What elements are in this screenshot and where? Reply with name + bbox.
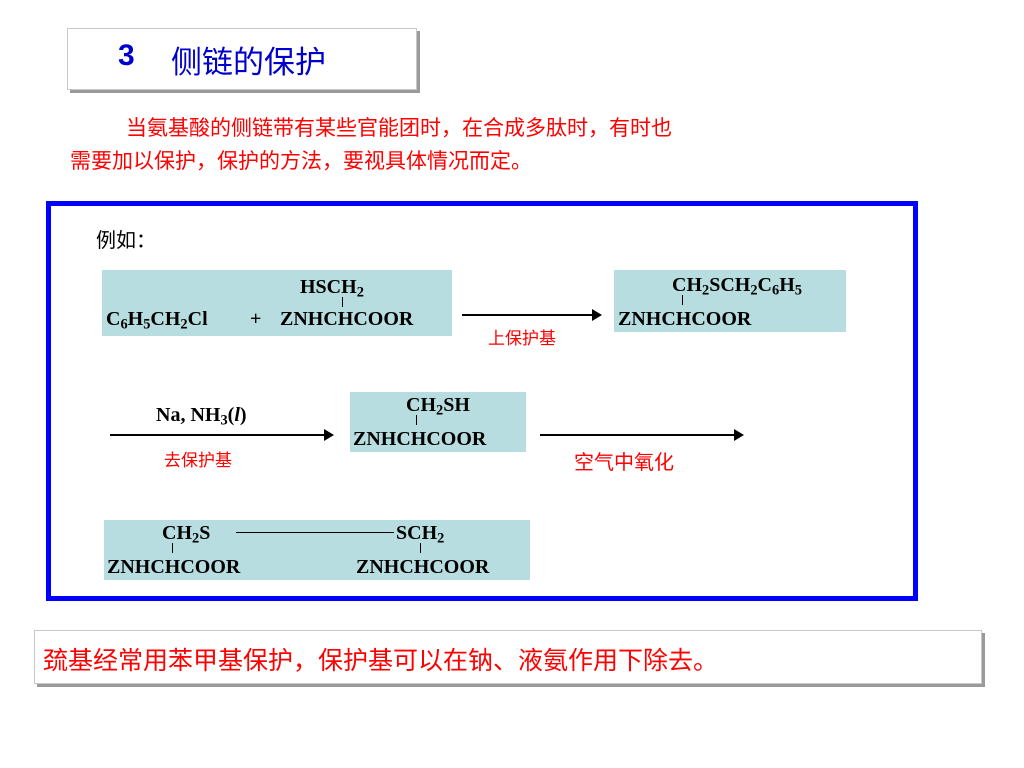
disulfide-bond [236,532,394,533]
example-label: 例如： [96,228,156,252]
dimer-left-bottom-formula: ZNHCHCOOR [107,556,241,578]
dimer-left-top-formula: CH2S [162,522,211,547]
note-box: 巯基经常用苯甲基保护，保护基可以在钠、液氨作用下除去。 [34,630,982,684]
dimer-left-bond [172,543,173,553]
reaction1-condition: 上保护基 [488,329,556,349]
reactant-bottom-formula: ZNHCHCOOR [280,308,414,330]
product1-box: CH2SCH2C6H5 ZNHCHCOOR [614,270,846,332]
dimer-right-bond [420,543,421,553]
reactant-top-formula: HSCH2 [300,276,364,301]
product2-bottom-formula: ZNHCHCOOR [353,428,487,450]
reaction2-arrow [110,429,334,441]
reaction2-condition: 去保护基 [164,451,232,471]
dimer-right-bottom-formula: ZNHCHCOOR [356,556,490,578]
deprotect-reagent: Na, NH3(l) [156,404,247,429]
title-box: 3 侧链的保护 [67,28,417,90]
product1-bond [682,295,683,305]
reactant-box: HSCH2 C6H5CH2Cl + ZNHCHCOOR [102,270,452,336]
disulfide-box: CH2S SCH2 ZNHCHCOOR ZNHCHCOOR [104,520,530,580]
section-title: 侧链的保护 [171,45,326,81]
benzyl-chloride-formula: C6H5CH2Cl [106,308,208,333]
oxidation-condition: 空气中氧化 [574,450,674,474]
intro-line-2: 需要加以保护，保护的方法，要视具体情况而定。 [70,149,532,173]
product2-top-formula: CH2SH [406,394,470,419]
reaction1-arrow [462,309,602,321]
product2-box: CH2SH ZNHCHCOOR [350,392,526,452]
dimer-right-top-formula: SCH2 [396,522,445,547]
reactant-bond [342,297,343,307]
product1-top-formula: CH2SCH2C6H5 [672,274,802,299]
note-text: 巯基经常用苯甲基保护，保护基可以在钠、液氨作用下除去。 [43,646,719,675]
plus-sign: + [250,308,262,330]
oxidation-arrow [540,429,744,441]
intro-paragraph: 当氨基酸的侧链带有某些官能团时，在合成多肽时，有时也 需要加以保护，保护的方法，… [70,112,890,178]
product1-bottom-formula: ZNHCHCOOR [618,308,752,330]
intro-line-1: 当氨基酸的侧链带有某些官能团时，在合成多肽时，有时也 [126,116,672,140]
product2-bond [416,415,417,425]
section-number: 3 [118,39,135,72]
